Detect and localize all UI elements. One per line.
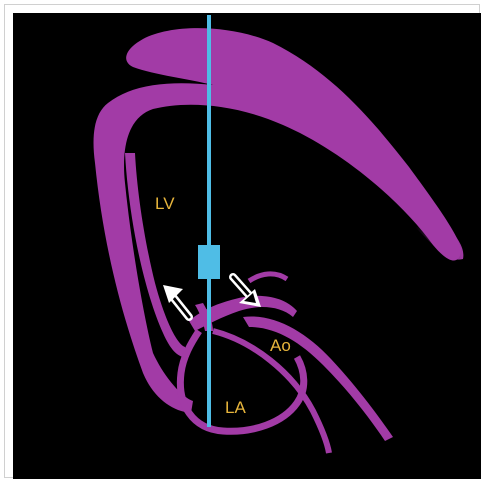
label-ao: Ao [270, 336, 291, 355]
label-lv: LV [155, 194, 175, 213]
figure-frame: LV Ao LA [4, 4, 480, 478]
heart-illustration: LV Ao LA [13, 13, 481, 479]
label-la: LA [225, 398, 246, 417]
echo-diagram: LV Ao LA [13, 13, 481, 479]
doppler-sample-volume-icon [198, 245, 220, 279]
